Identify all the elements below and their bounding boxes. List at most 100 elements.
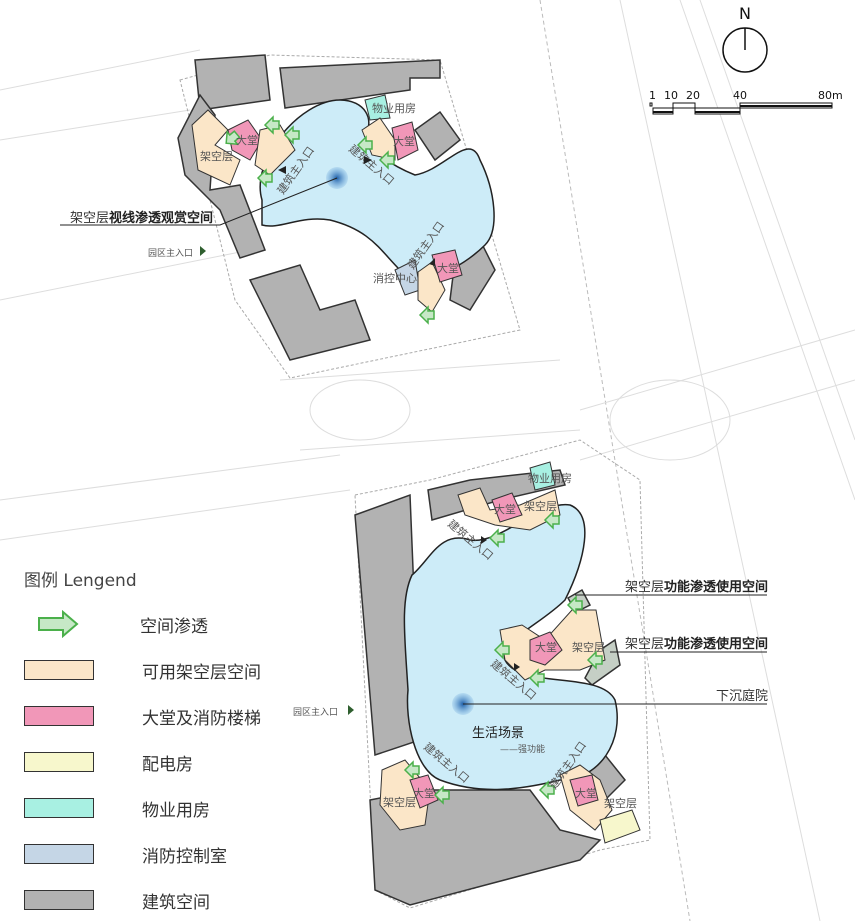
scale-bar: 1 10 20 40 80m bbox=[649, 89, 843, 115]
legend-label: 大堂及消防楼梯 bbox=[142, 708, 261, 729]
building-north-top bbox=[279, 59, 441, 109]
legend-label: 配电房 bbox=[142, 754, 193, 775]
north-label: N bbox=[739, 4, 751, 23]
legend-item-penetration: 空间渗透 bbox=[24, 601, 261, 647]
lobby-south-2 bbox=[529, 631, 563, 666]
pilotis-label: 架空层 bbox=[604, 796, 637, 810]
lobby-label: 大堂 bbox=[494, 502, 516, 516]
pilotis-label: 架空层 bbox=[572, 640, 605, 654]
scale-tick-20: 20 bbox=[686, 89, 700, 102]
legend-swatch bbox=[24, 844, 94, 864]
legend-label: 空间渗透 bbox=[140, 616, 208, 637]
power-room bbox=[599, 809, 641, 844]
leader-line-north bbox=[60, 177, 338, 226]
lobby-label: 大堂 bbox=[413, 786, 435, 800]
property-label: 物业用房 bbox=[372, 101, 416, 115]
park-entrance-arrow-icon bbox=[200, 246, 206, 256]
scale-tick-80m: 80m bbox=[818, 89, 843, 102]
park-entrance-label-south: 园区主入口 bbox=[293, 706, 338, 718]
lobby-north-1 bbox=[227, 119, 263, 161]
green-arrow-icon bbox=[256, 168, 273, 188]
north-arrow: N bbox=[722, 4, 768, 73]
legend-swatch bbox=[24, 706, 94, 726]
green-arrow-icon bbox=[378, 150, 395, 170]
life-scene-sublabel: ——强功能 bbox=[500, 743, 545, 755]
lobby-north-3 bbox=[431, 249, 463, 283]
building-north-bottom bbox=[248, 264, 371, 361]
green-arrow-icon bbox=[403, 760, 420, 780]
green-arrow-icon bbox=[225, 130, 241, 146]
lobby-south-1 bbox=[491, 492, 523, 523]
legend-item-building: 建筑空间 bbox=[24, 877, 261, 923]
legend-item-power-room: 配电房 bbox=[24, 739, 261, 785]
legend-label: 物业用房 bbox=[142, 800, 210, 821]
legend-title: 图例 Lengend bbox=[24, 571, 137, 591]
property-south bbox=[529, 461, 556, 491]
scale-tick-10: 10 bbox=[664, 89, 678, 102]
callout-sunken-courtyard: 下沉庭院 bbox=[716, 688, 768, 704]
lobby-south-4 bbox=[569, 774, 599, 807]
green-arrow-icon bbox=[263, 115, 280, 135]
entrance-marker-icon bbox=[364, 156, 372, 164]
legend-item-lobby: 大堂及消防楼梯 bbox=[24, 693, 261, 739]
green-arrow-icon bbox=[283, 125, 300, 145]
property-north bbox=[364, 94, 391, 121]
scale-tick-1: 1 bbox=[649, 89, 656, 102]
building-north-right-1 bbox=[413, 110, 462, 162]
entrance-marker-icon bbox=[481, 536, 487, 544]
north-courtyard bbox=[259, 99, 495, 278]
lobby-north-2 bbox=[391, 121, 419, 161]
green-arrow-icon bbox=[488, 528, 505, 548]
entrance-arrows bbox=[200, 246, 354, 715]
pilotis-north-1 bbox=[191, 109, 241, 186]
legend-item-pilotis: 可用架空层空间 bbox=[24, 647, 261, 693]
legend-label: 可用架空层空间 bbox=[142, 662, 261, 683]
legend-swatch bbox=[24, 798, 94, 818]
green-arrow-icon bbox=[528, 668, 545, 688]
pilotis-label: 架空层 bbox=[524, 499, 557, 513]
callout-func-1: 架空层功能渗透使用空间 bbox=[625, 579, 768, 595]
legend-swatch bbox=[24, 752, 94, 772]
legend: 图例 Lengend 空间渗透 可用架空层空间 大堂及消防楼梯 配电房 物业用房… bbox=[24, 566, 261, 923]
green-arrow-icon bbox=[493, 640, 510, 660]
penetration-arrows bbox=[225, 115, 603, 805]
lobby-label: 大堂 bbox=[236, 133, 258, 147]
entrance-marker-icon bbox=[278, 166, 286, 174]
north-site-boundary bbox=[179, 54, 521, 379]
scale-tick-40: 40 bbox=[733, 89, 747, 102]
green-arrow-icon bbox=[566, 595, 583, 615]
green-arrow-icon bbox=[586, 650, 603, 670]
park-entrance-label-north: 园区主入口 bbox=[148, 247, 193, 259]
scale-segment-fill bbox=[653, 105, 832, 113]
lobby-label: 大堂 bbox=[393, 134, 415, 148]
legend-item-property: 物业用房 bbox=[24, 785, 261, 831]
fire-center-label: 消控中心 bbox=[373, 271, 417, 285]
scale-segments bbox=[649, 102, 833, 115]
property-label: 物业用房 bbox=[528, 471, 572, 485]
green-arrow-icon bbox=[433, 785, 450, 805]
park-entrance-arrow-icon bbox=[348, 705, 354, 715]
pilotis-label: 架空层 bbox=[200, 149, 233, 163]
legend-swatch bbox=[24, 890, 94, 910]
legend-label: 建筑空间 bbox=[142, 892, 210, 913]
entrance-marker-icon bbox=[514, 663, 520, 671]
green-arrow-icon bbox=[538, 780, 555, 800]
life-scene-label: 生活场景 bbox=[472, 726, 524, 741]
lobby-label: 大堂 bbox=[575, 786, 597, 800]
lobby-south-3 bbox=[409, 774, 439, 809]
callout-func-2: 架空层功能渗透使用空间 bbox=[625, 636, 768, 652]
green-arrow-icon bbox=[38, 610, 79, 638]
building-south-bottom bbox=[369, 789, 602, 906]
lobby-label: 大堂 bbox=[437, 261, 459, 275]
callout-north-view: 架空层视线渗透观赏空间 bbox=[70, 210, 213, 226]
legend-swatch bbox=[24, 660, 94, 680]
building-north-top-left bbox=[194, 54, 271, 111]
pilotis-label: 架空层 bbox=[383, 795, 416, 809]
entrance-marker-icon bbox=[429, 258, 435, 266]
legend-item-fire-control: 消防控制室 bbox=[24, 831, 261, 877]
green-arrow-icon bbox=[418, 305, 435, 325]
lobby-label: 大堂 bbox=[535, 640, 557, 654]
building-entrance-markers bbox=[278, 156, 520, 671]
